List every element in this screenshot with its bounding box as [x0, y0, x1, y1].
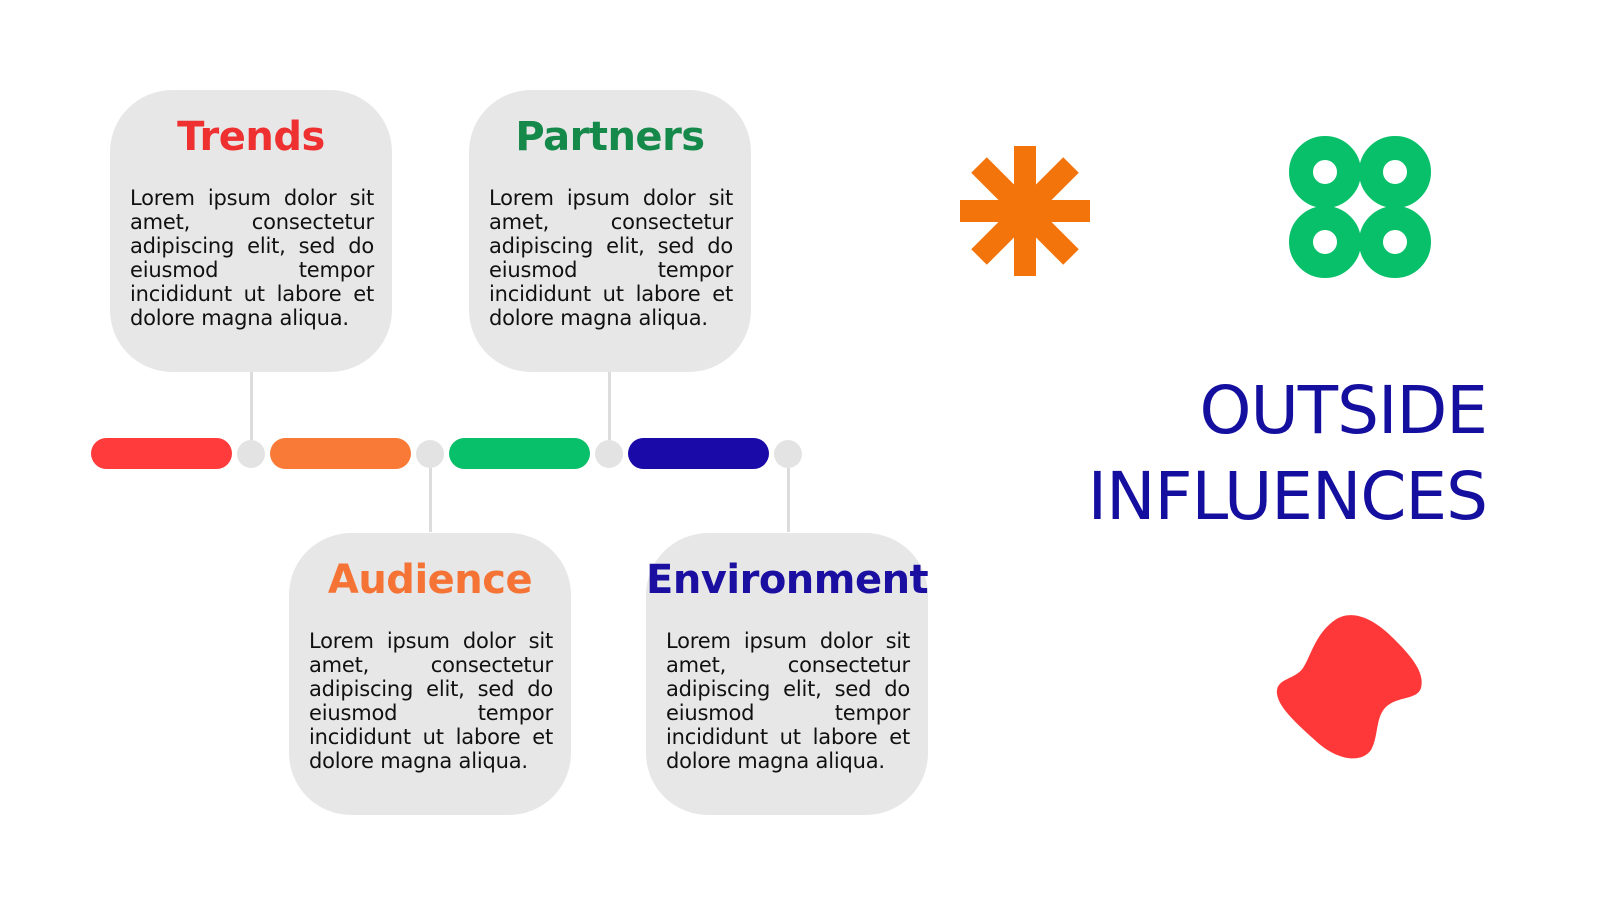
title-line-1: OUTSIDE: [1199, 372, 1488, 449]
card-environment: Environment Lorem ipsum dolor sit amet, …: [646, 533, 929, 815]
page-title: OUTSIDE INFLUENCES: [1087, 368, 1488, 540]
timeline-node-2: [416, 440, 444, 468]
connector-trends: [250, 370, 253, 440]
card-title-environment: Environment: [646, 557, 929, 603]
connector-partners: [608, 370, 611, 440]
card-title-trends: Trends: [177, 114, 325, 160]
card-title-partners: Partners: [515, 114, 705, 160]
card-body-environment: Lorem ipsum dolor sit amet, consectetur …: [666, 629, 910, 773]
card-body-partners: Lorem ipsum dolor sit amet, consectetur …: [489, 186, 733, 330]
timeline-node-1: [237, 440, 265, 468]
timeline-segment-orange: [270, 438, 411, 469]
card-audience: Audience Lorem ipsum dolor sit amet, con…: [289, 533, 571, 815]
red-blob-shape: [1276, 615, 1422, 759]
card-partners: Partners Lorem ipsum dolor sit amet, con…: [469, 90, 751, 372]
timeline-segment-navy: [628, 438, 769, 469]
timeline-node-3: [595, 440, 623, 468]
connector-audience: [429, 468, 432, 532]
asterisk-icon: [960, 146, 1090, 276]
timeline-segment-red: [91, 438, 232, 469]
four-rings-icon: [1289, 136, 1431, 278]
card-body-trends: Lorem ipsum dolor sit amet, consectetur …: [130, 186, 374, 330]
connector-environment: [787, 468, 790, 532]
timeline-node-4: [774, 440, 802, 468]
card-trends: Trends Lorem ipsum dolor sit amet, conse…: [110, 90, 392, 372]
card-body-audience: Lorem ipsum dolor sit amet, consectetur …: [309, 629, 553, 773]
title-line-2: INFLUENCES: [1087, 458, 1488, 535]
card-title-audience: Audience: [327, 557, 533, 603]
timeline-segment-green: [449, 438, 590, 469]
